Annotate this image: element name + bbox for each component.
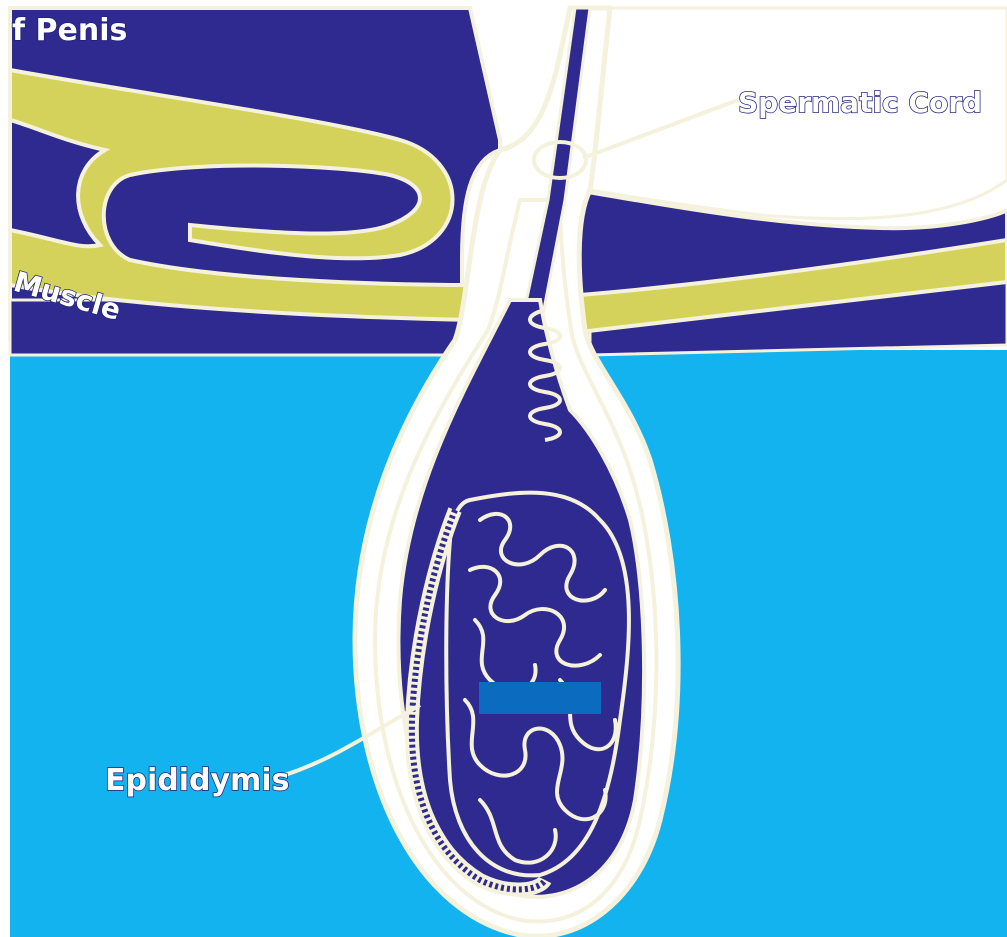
penis-label: f Penis xyxy=(12,13,127,48)
epididymis-label: Epididymis xyxy=(105,763,289,798)
label-box xyxy=(479,682,601,714)
spermatic-cord-label: Spermatic Cord xyxy=(738,86,982,119)
